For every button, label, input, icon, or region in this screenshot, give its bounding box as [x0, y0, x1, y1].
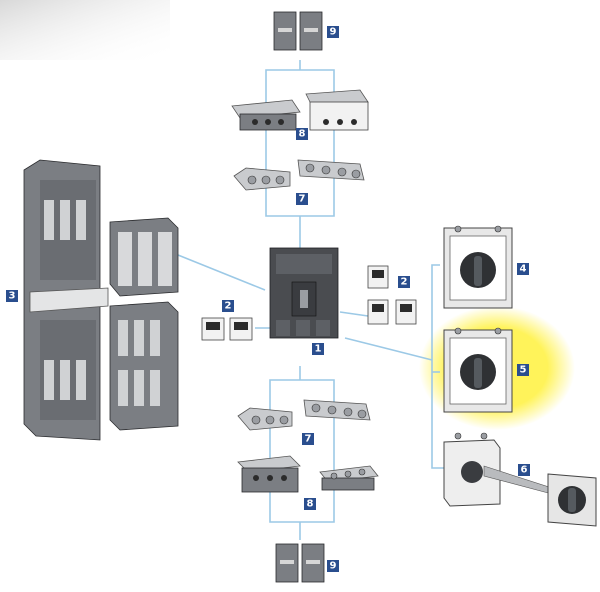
badge-2-right-label: 2 — [401, 277, 408, 288]
item-5-rotary-handle — [443, 327, 513, 413]
item-3-mounting-base — [23, 159, 179, 441]
badge-4: 4 — [517, 263, 529, 275]
badge-2-left: 2 — [222, 300, 234, 312]
badge-2-left-label: 2 — [225, 301, 232, 312]
badge-9-bottom-label: 9 — [330, 561, 337, 572]
badge-4-label: 4 — [520, 264, 527, 275]
badge-1-label: 1 — [315, 344, 322, 355]
connector-lines — [177, 60, 446, 540]
item-6-extended-rotary-handle — [443, 432, 597, 527]
badge-6-label: 6 — [521, 465, 528, 476]
badge-8-bottom-label: 8 — [307, 499, 314, 510]
badge-5-label: 5 — [520, 365, 527, 376]
badge-3-label: 3 — [9, 291, 16, 302]
badge-8-top: 8 — [296, 128, 308, 140]
item-2-right-aux-contacts — [367, 265, 417, 325]
badge-7-bottom-label: 7 — [305, 434, 312, 445]
badge-5: 5 — [517, 364, 529, 376]
badge-1: 1 — [312, 343, 324, 355]
badge-3: 3 — [6, 290, 18, 302]
item-9-top-covers — [273, 11, 323, 51]
item-8-bottom-terminal-covers — [237, 455, 379, 493]
item-7-bottom-terminals — [237, 399, 371, 431]
item-9-bottom-covers — [275, 543, 325, 583]
badge-8-top-label: 8 — [299, 129, 306, 140]
item-4-rotary-handle — [443, 225, 513, 309]
item-8-top-terminal-covers — [231, 89, 369, 131]
badge-8-bottom: 8 — [304, 498, 316, 510]
badge-7-bottom: 7 — [302, 433, 314, 445]
badge-7-top-label: 7 — [299, 194, 306, 205]
item-7-top-terminals — [233, 159, 365, 191]
badge-9-top-label: 9 — [330, 27, 337, 38]
badge-9-top: 9 — [327, 26, 339, 38]
badge-7-top: 7 — [296, 193, 308, 205]
background-haze — [0, 0, 170, 60]
item-1-circuit-breaker — [269, 247, 339, 339]
badge-6: 6 — [518, 464, 530, 476]
badge-9-bottom: 9 — [327, 560, 339, 572]
badge-2-right: 2 — [398, 276, 410, 288]
item-2-left-aux-contacts — [201, 317, 253, 341]
